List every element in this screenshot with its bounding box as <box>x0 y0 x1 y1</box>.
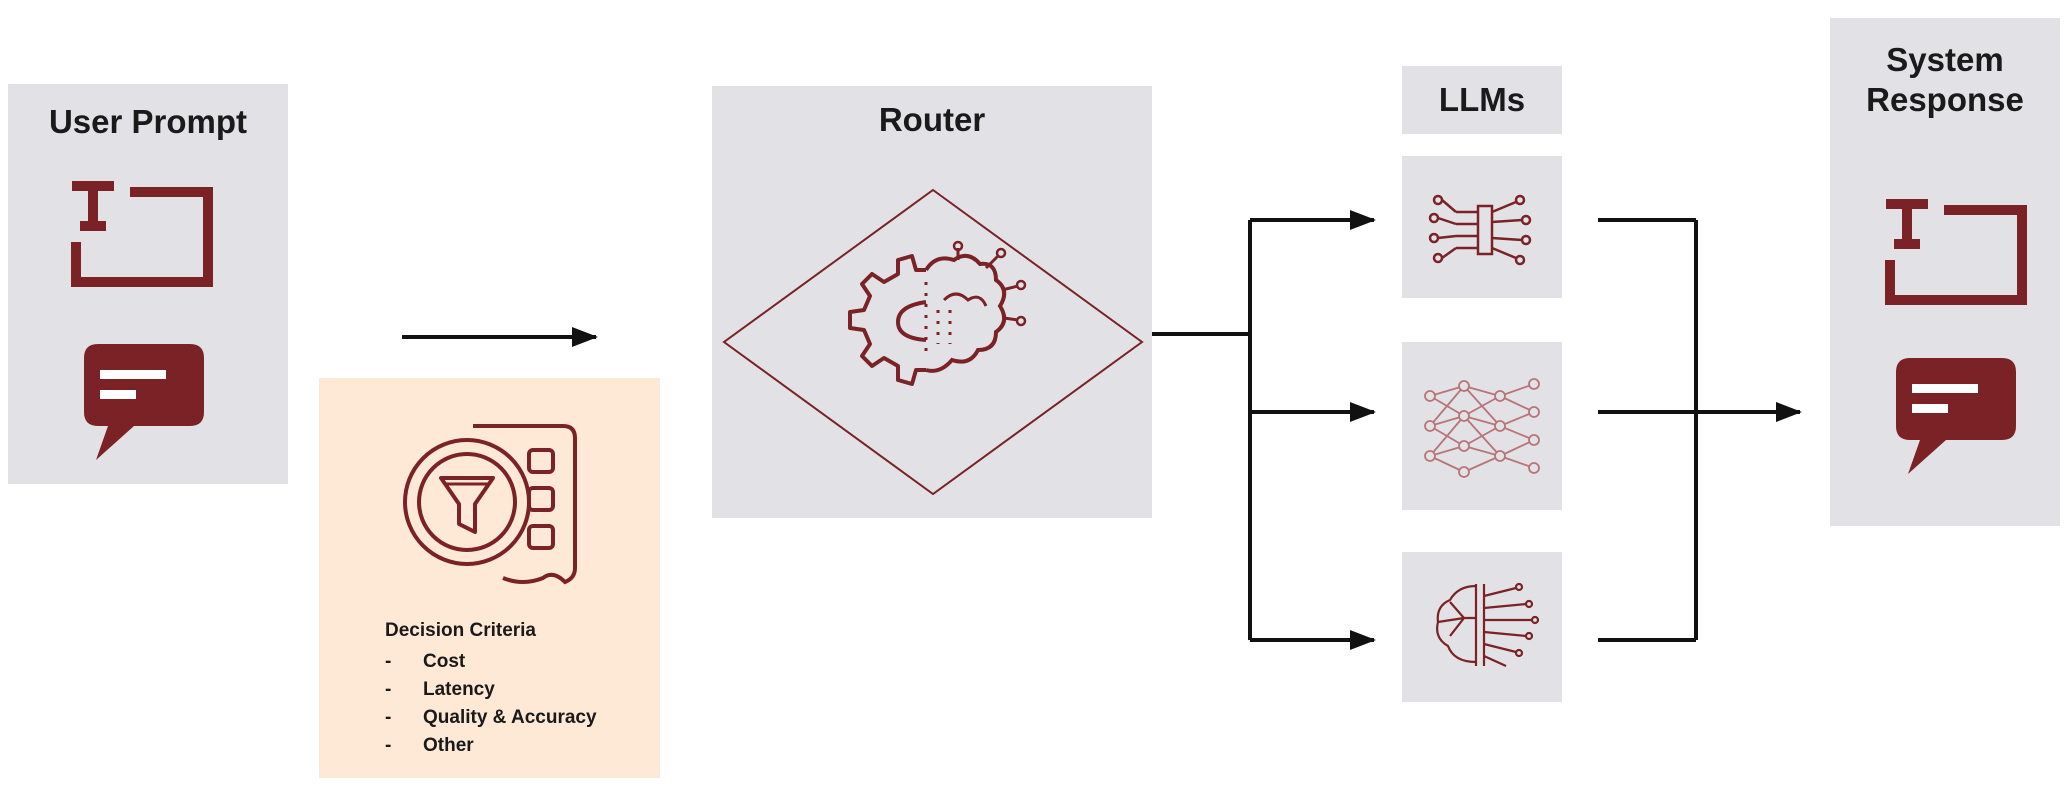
chat-bubble-icon <box>84 344 204 460</box>
llms-title-box: LLMs <box>1402 66 1562 134</box>
criteria-item: -Latency <box>385 679 495 700</box>
text-input-icon <box>1885 199 2027 305</box>
llms-title: LLMs <box>1438 81 1526 118</box>
user-prompt-title: User Prompt <box>48 103 248 140</box>
router-diamond <box>722 188 1144 496</box>
criteria-heading: Decision Criteria <box>385 620 536 641</box>
router-panel: Router <box>712 86 1152 518</box>
criteria-item: -Quality & Accuracy <box>385 707 597 728</box>
system-response-title-line1: System <box>1886 41 2004 78</box>
criteria-item: -Cost <box>385 651 466 672</box>
filter-document-icon <box>403 424 577 585</box>
llm-model-box <box>1402 552 1562 702</box>
gear-brain-icon <box>848 240 1027 386</box>
decision-criteria-panel: Decision Criteria -Cost -Latency -Qualit… <box>319 378 660 778</box>
router-title: Router <box>878 101 986 138</box>
user-prompt-panel: User Prompt <box>8 84 288 484</box>
llm-model-box <box>1402 342 1562 510</box>
neural-network-icon <box>1424 378 1540 478</box>
system-response-panel: System Response <box>1830 18 2060 526</box>
brain-circuit-icon <box>1436 582 1540 668</box>
criteria-item: -Other <box>385 735 474 756</box>
llm-model-box <box>1402 156 1562 298</box>
text-input-icon <box>71 181 213 287</box>
criteria-list: -Cost -Latency -Quality & Accuracy -Othe… <box>385 648 597 760</box>
system-response-title-line2: Response <box>1866 81 2024 118</box>
chat-bubble-icon <box>1896 358 2016 474</box>
circuit-chip-icon <box>1428 194 1532 266</box>
